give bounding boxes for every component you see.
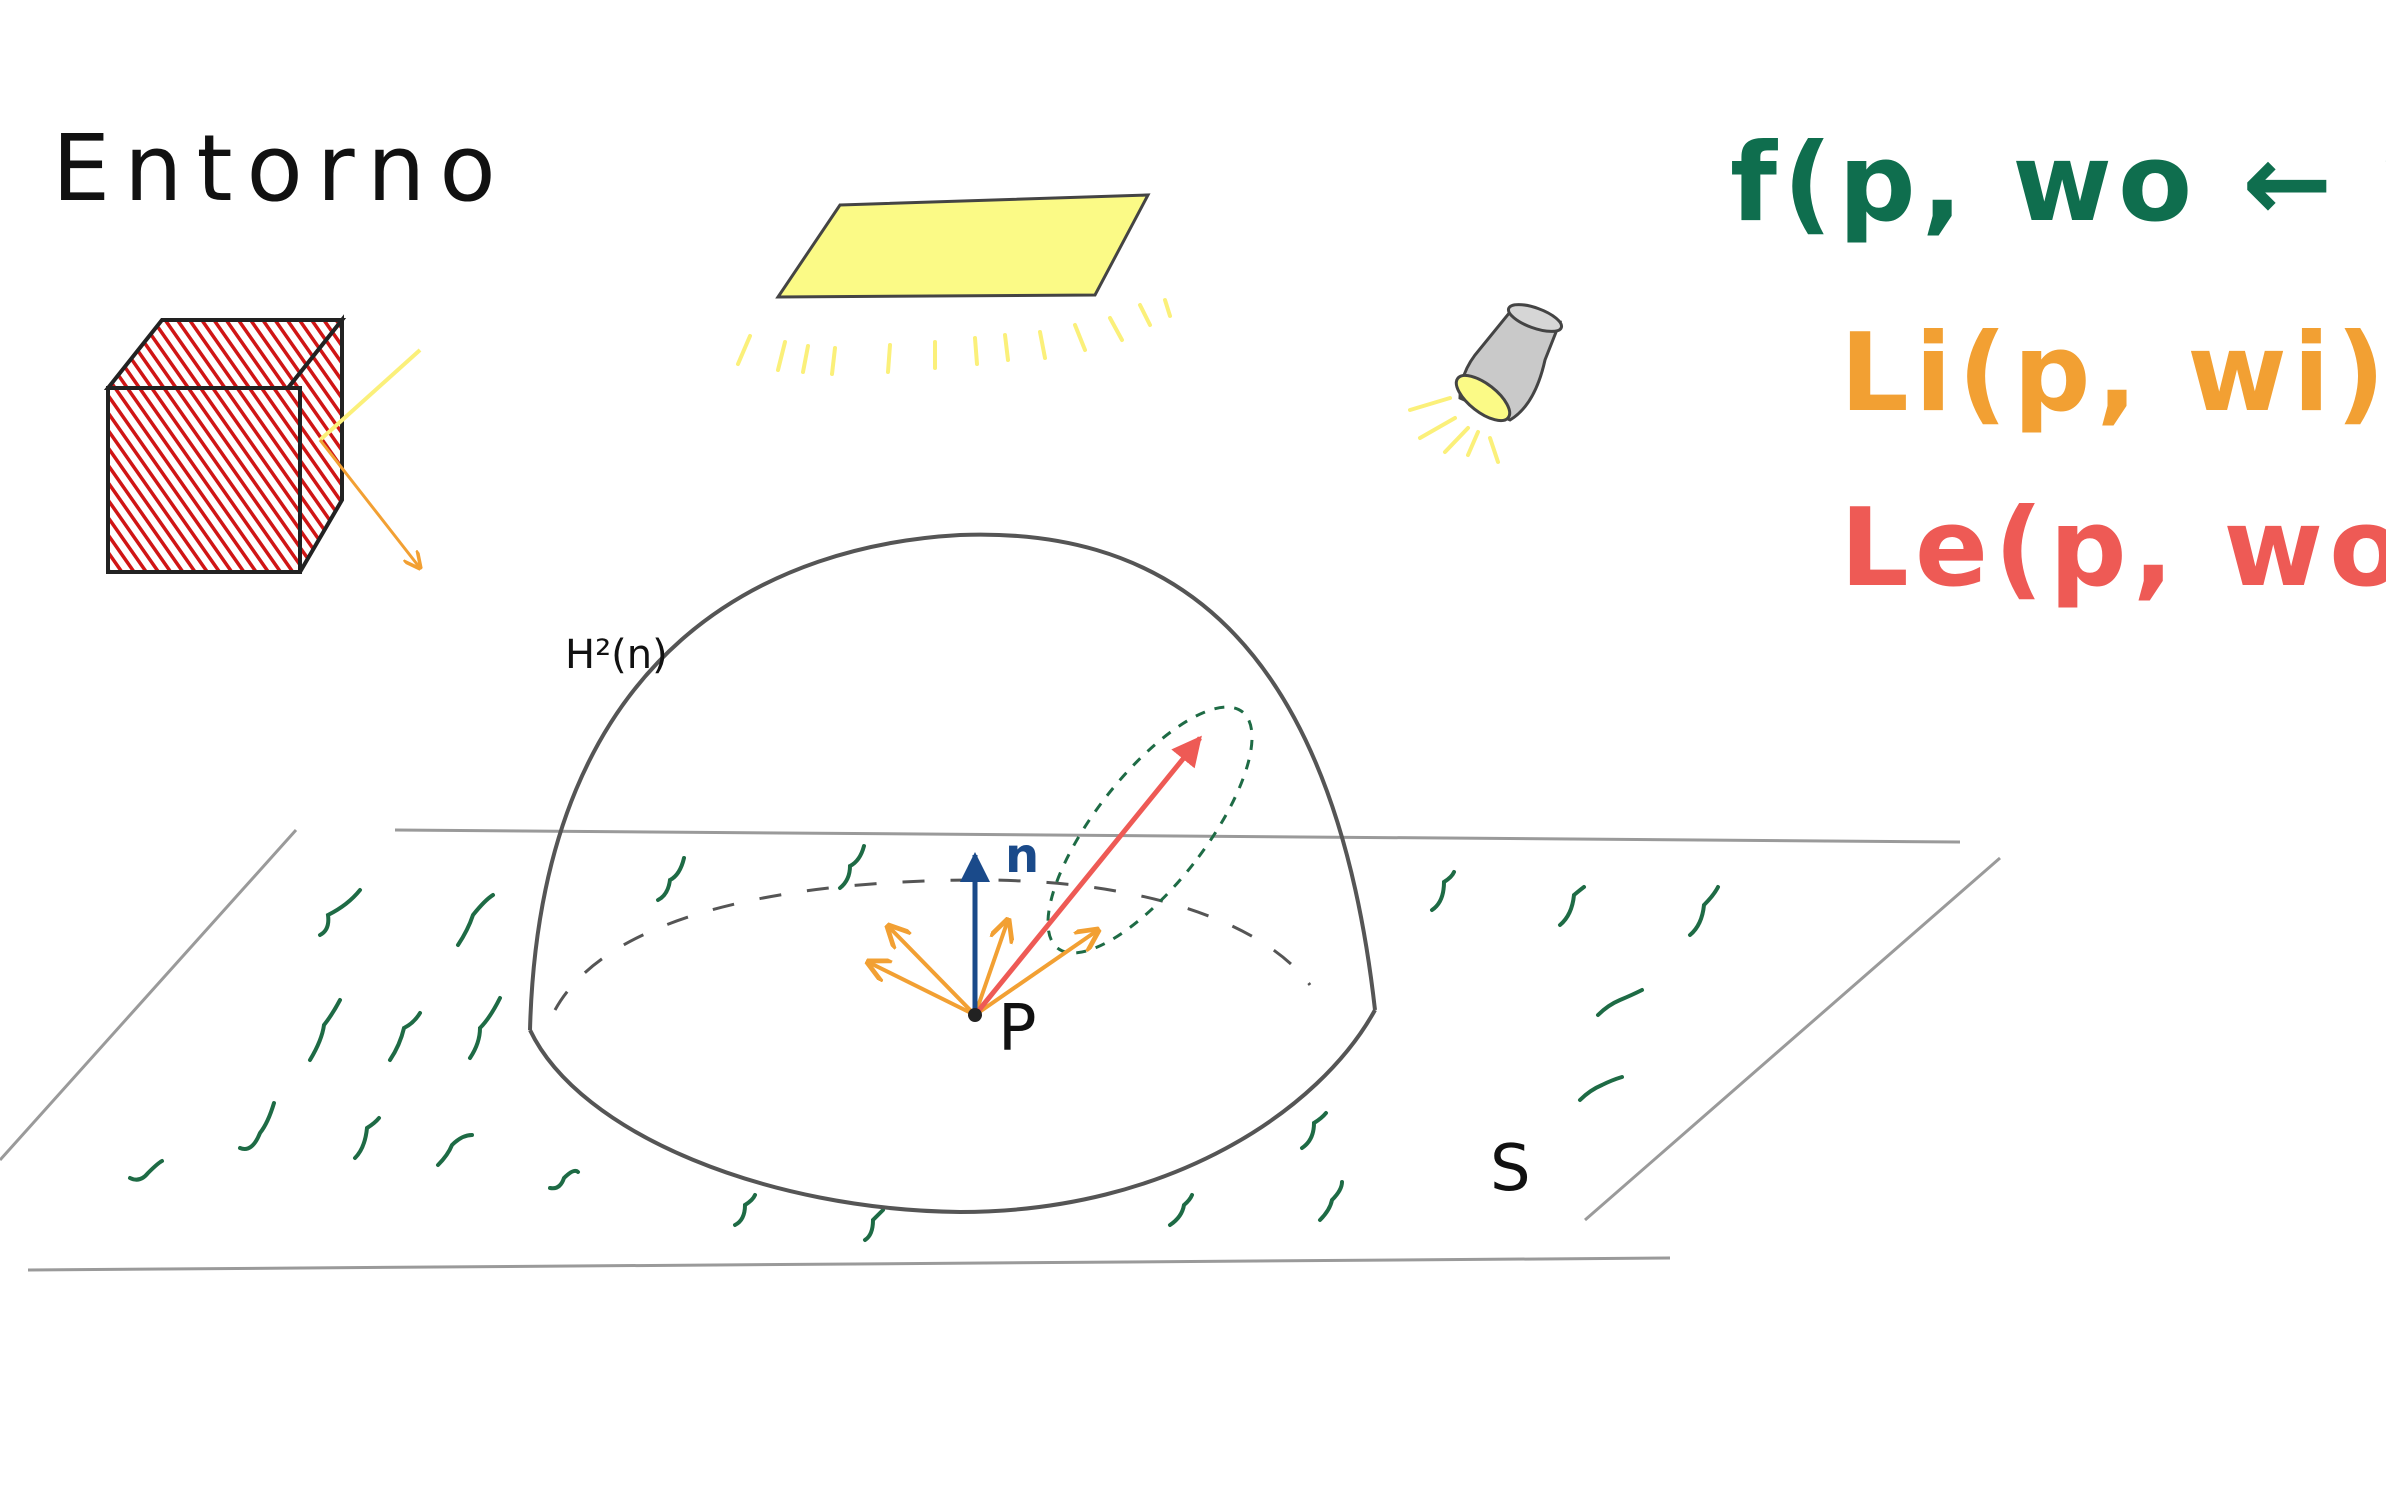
surface-label: S [1490,1132,1531,1206]
point-label: P [998,992,1037,1066]
brdf-lobe [1046,705,1254,955]
spot-light-icon [1408,303,1564,464]
emitted-radiance-equation: Le(p, wo) [1840,486,2386,611]
surface-plane [0,828,2001,1272]
grass-marks [128,844,1720,1242]
outgoing-arrow [973,735,1202,1017]
brdf-equation: f(p, wo ← wi) [1730,121,2386,246]
incoming-directions [868,920,1098,1017]
point-p-marker [968,1008,982,1022]
cube-icon [103,314,420,574]
hemisphere-label: H²(n) [565,632,668,678]
area-light-icon [736,193,1172,376]
normal-label: n [1005,828,1039,884]
incoming-radiance-equation: Li(p, wi) [1840,311,2386,436]
title: Entorno [52,115,510,222]
